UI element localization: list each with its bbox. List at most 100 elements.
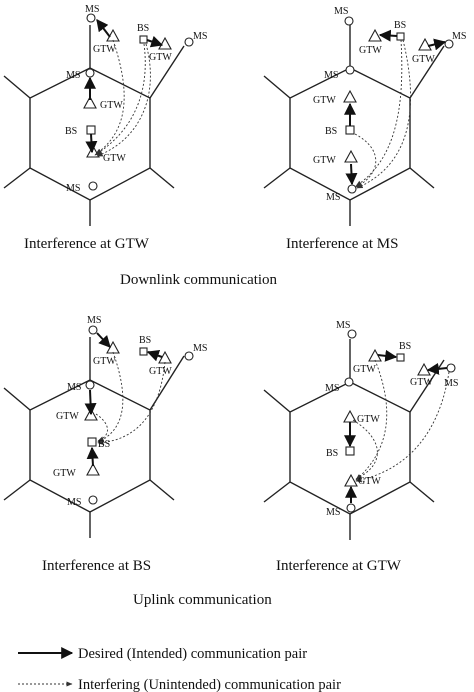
interfering-link-arrow: [95, 39, 125, 155]
bs-label: BS: [394, 20, 406, 31]
interfering-link-arrow: [95, 413, 108, 442]
ms-label: MS: [67, 497, 81, 508]
ms-label: MS: [193, 31, 207, 42]
bs-label: BS: [137, 23, 149, 34]
panel-downlink-interference-at-gtw: MS GTW BS MS GTW MS GTW BS GTW MS Interf…: [3, 4, 207, 252]
ms-circle: [85, 380, 95, 390]
interfering-link-arrow: [97, 351, 124, 443]
ms-circle: [347, 184, 357, 194]
gtw-triangle: [83, 95, 97, 109]
legend-interfering-label: Interfering (Unintended) communication p…: [78, 677, 341, 692]
ms-circle: [184, 351, 194, 361]
desired-link-arrow: [84, 389, 97, 416]
gtw-label: GTW: [313, 155, 336, 166]
interfering-link-arrow: [352, 419, 378, 480]
panel-uplink-interference-at-gtw: MS GTW BS MS GTW MS GTW BS GTW MS Interf…: [263, 320, 458, 574]
gtw-triangle: [368, 28, 382, 42]
bs-square: [345, 446, 355, 456]
gtw-triangle: [106, 340, 120, 354]
neighbor-cell-edges: [263, 25, 445, 226]
interfering-link-arrow: [356, 39, 412, 189]
ms-circle: [86, 13, 96, 23]
bs-square: [345, 125, 355, 135]
desired-link-arrow: [96, 332, 111, 348]
bs-square: [396, 353, 405, 362]
bs-label: BS: [326, 448, 338, 459]
desired-link-arrow: [378, 29, 398, 42]
panel-caption: Interference at BS: [42, 558, 151, 574]
ms-label: MS: [444, 378, 458, 389]
bs-label: BS: [325, 126, 337, 137]
desired-link-arrow: [426, 362, 448, 375]
panel-caption: Interference at GTW: [24, 236, 150, 252]
bs-square: [139, 347, 148, 356]
interfering-link-arrow: [96, 43, 151, 157]
ms-circle: [88, 181, 98, 191]
gtw-triangle: [158, 36, 172, 50]
bs-label: BS: [399, 341, 411, 352]
bs-square: [87, 437, 97, 447]
desired-link-arrow: [377, 349, 398, 362]
panel-downlink-interference-at-ms: MS GTW BS MS GTW MS GTW BS GTW MS Interf…: [263, 6, 466, 252]
gtw-triangle: [344, 473, 358, 487]
neighbor-cell-edges: [3, 25, 185, 226]
ms-circle: [346, 503, 356, 513]
ms-label: MS: [326, 192, 340, 203]
ms-label: MS: [66, 183, 80, 194]
ms-label: MS: [334, 6, 348, 17]
ms-circle: [347, 329, 357, 339]
ms-label: MS: [326, 507, 340, 518]
bs-square: [139, 35, 148, 44]
desired-link-arrow: [146, 35, 164, 48]
ms-circle: [184, 37, 194, 47]
gtw-triangle: [418, 37, 432, 51]
gtw-label: GTW: [53, 468, 76, 479]
ms-label: MS: [325, 383, 339, 394]
ms-circle: [345, 65, 355, 75]
bs-label: BS: [139, 335, 151, 346]
ms-circle: [88, 325, 98, 335]
bs-square: [86, 125, 96, 135]
gtw-triangle: [86, 144, 100, 158]
ms-label: MS: [193, 343, 207, 354]
gtw-triangle: [344, 149, 358, 163]
gtw-label: GTW: [93, 44, 116, 55]
ms-label: MS: [85, 4, 99, 15]
ms-circle: [88, 495, 98, 505]
ms-label: MS: [87, 315, 101, 326]
bs-label: BS: [65, 126, 77, 137]
panel-uplink-interference-at-bs: MS GTW BS MS GTW MS GTW BS GTW MS Interf…: [3, 315, 207, 574]
interfering-link-arrow: [355, 39, 403, 187]
ms-label: MS: [336, 320, 350, 331]
gtw-label: GTW: [358, 476, 381, 487]
gtw-label: GTW: [93, 356, 116, 367]
section-title-downlink: Downlink communication: [120, 272, 278, 288]
desired-link-arrow: [146, 349, 163, 362]
desired-link-arrow: [96, 19, 111, 38]
ms-circle: [344, 16, 354, 26]
gtw-label: GTW: [149, 366, 172, 377]
gtw-label: GTW: [353, 364, 376, 375]
panel-caption: Interference at GTW: [276, 558, 402, 574]
desired-link-arrow: [345, 163, 358, 186]
ms-label: MS: [66, 70, 80, 81]
ms-circle: [344, 377, 354, 387]
gtw-label: GTW: [410, 377, 433, 388]
ms-label: MS: [67, 382, 81, 393]
interfering-link-arrow: [355, 359, 388, 481]
ms-circle: [85, 68, 95, 78]
gtw-label: GTW: [359, 45, 382, 56]
desired-link-arrow: [86, 446, 99, 467]
ms-circle: [446, 363, 456, 373]
gtw-label: GTW: [103, 153, 126, 164]
gtw-triangle: [343, 89, 357, 103]
bs-label: BS: [98, 439, 110, 450]
gtw-label: GTW: [357, 414, 380, 425]
interfering-link-arrow: [354, 133, 377, 188]
section-title-uplink: Uplink communication: [133, 592, 272, 608]
desired-link-arrow: [427, 38, 447, 51]
interfering-link-arrow: [97, 361, 166, 446]
ms-label: MS: [324, 70, 338, 81]
gtw-label: GTW: [412, 54, 435, 65]
